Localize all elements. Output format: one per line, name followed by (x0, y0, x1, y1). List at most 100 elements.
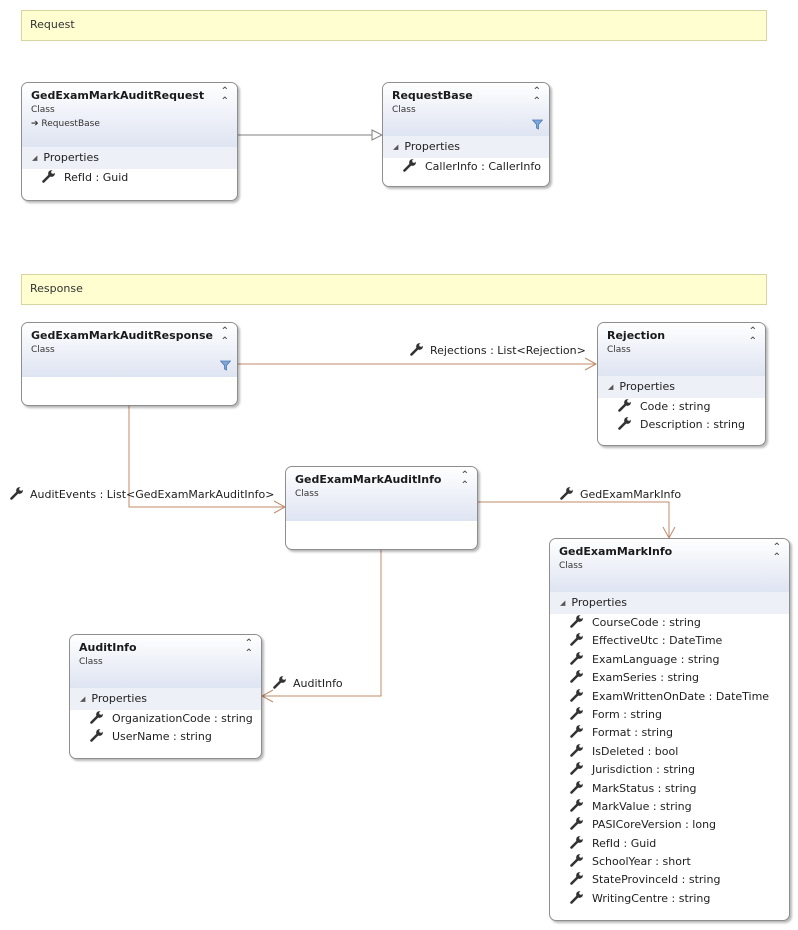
rejections-label: Rejections : List<Rejection> (410, 342, 586, 359)
property-row[interactable]: EffectiveUtc : DateTime (550, 632, 789, 650)
property-row[interactable]: OrganizationCode : string (70, 710, 261, 728)
section-label: Properties (571, 596, 627, 609)
rejections-label-text: Rejections : List<Rejection> (430, 344, 586, 357)
collapse-triangle-icon[interactable]: ◢ (80, 695, 86, 703)
audit-info-arrowhead (260, 689, 274, 703)
collapse-triangle-icon[interactable]: ◢ (560, 599, 566, 607)
collapse-triangle-icon[interactable]: ◢ (608, 383, 614, 391)
property-text: Format : string (592, 726, 674, 740)
double-chevron-up-icon[interactable]: ⌃⌃ (748, 326, 757, 347)
class-ged-exam-mark-info[interactable]: GedExamMarkInfo Class ⌃⌃ ◢ Properties Cou… (549, 538, 790, 921)
property-text: EffectiveUtc : DateTime (592, 634, 723, 648)
class-request-base[interactable]: RequestBase Class ⌃⌃ ◢Properties CallerI… (382, 82, 550, 187)
wrench-icon (570, 688, 584, 708)
property-text: PASICoreVersion : long (592, 818, 717, 832)
audit-events-line (128, 405, 285, 508)
property-row[interactable]: Format : string (550, 724, 789, 742)
property-row[interactable]: RefId : Guid (550, 835, 789, 853)
property-row[interactable]: WritingCentre : string (550, 890, 789, 908)
properties-section[interactable]: ◢Properties (383, 136, 549, 158)
class-ged-exam-mark-audit-response[interactable]: GedExamMarkAuditResponse Class ⌃⌃ (21, 322, 238, 406)
property-text: Code : string (640, 400, 711, 413)
property-row[interactable]: IsDeleted : bool (550, 743, 789, 761)
ged-exam-mark-info-label-text: GedExamMarkInfo (580, 488, 682, 501)
property-row[interactable]: Description : string (598, 416, 765, 434)
property-row[interactable]: MarkStatus : string (550, 780, 789, 798)
wrench-icon (618, 416, 632, 436)
wrench-icon (570, 816, 584, 836)
property-row[interactable]: MarkValue : string (550, 798, 789, 816)
class-rejection[interactable]: Rejection Class ⌃⌃ ◢Properties Code : st… (597, 322, 766, 446)
wrench-icon (570, 743, 584, 763)
inheritance-arrowhead (371, 129, 384, 141)
property-row[interactable]: StateProvinceId : string (550, 871, 789, 889)
property-row[interactable]: CallerInfo : CallerInfo (383, 158, 549, 176)
class-body: ◢ Properties CourseCode : string Effectiv… (550, 592, 789, 908)
wrench-icon (570, 724, 584, 744)
properties-section[interactable]: ◢Properties (598, 376, 765, 398)
class-header: GedExamMarkAuditRequest Class ➔ RequestB… (22, 83, 237, 147)
ged-exam-mark-info-line (478, 501, 670, 538)
collapse-triangle-icon[interactable]: ◢ (393, 143, 399, 151)
property-row[interactable]: ExamWrittenOnDate : DateTime (550, 688, 789, 706)
property-row[interactable]: Code : string (598, 398, 765, 416)
property-text: CourseCode : string (592, 616, 701, 629)
wrench-icon (410, 342, 424, 359)
property-text: IsDeleted : bool (592, 744, 679, 758)
properties-section[interactable]: ◢ Properties (550, 592, 789, 614)
class-ged-exam-mark-audit-info[interactable]: GedExamMarkAuditInfo Class ⌃⌃ (285, 466, 478, 550)
property-text: MarkStatus : string (592, 781, 697, 795)
property-row[interactable]: Jurisdiction : string (550, 761, 789, 779)
property-text: Jurisdiction : string (592, 763, 695, 777)
double-chevron-up-icon[interactable]: ⌃⌃ (460, 470, 469, 491)
class-name: RequestBase (392, 89, 473, 102)
class-header: AuditInfo Class ⌃⌃ (70, 635, 261, 688)
wrench-icon (90, 710, 104, 730)
property-row[interactable]: ExamLanguage : string (550, 651, 789, 669)
audit-info-label-text: AuditInfo (293, 677, 343, 690)
double-chevron-up-icon[interactable]: ⌃⌃ (532, 86, 541, 107)
class-stereotype: Class (31, 345, 55, 355)
class-ged-exam-mark-audit-request[interactable]: GedExamMarkAuditRequest Class ➔ RequestB… (21, 82, 238, 201)
property-row[interactable]: RefId : Guid (22, 169, 237, 187)
base-class-name: RequestBase (41, 119, 100, 129)
class-audit-info[interactable]: AuditInfo Class ⌃⌃ ◢Properties Organizat… (69, 634, 262, 759)
class-name: GedExamMarkAuditResponse (31, 329, 213, 342)
class-header: GedExamMarkInfo Class ⌃⌃ (550, 539, 789, 592)
audit-info-label: AuditInfo (273, 675, 343, 692)
property-row[interactable]: ExamSeries : string (550, 669, 789, 687)
audit-info-line (262, 549, 382, 697)
response-note: Response (21, 274, 767, 305)
class-name: GedExamMarkAuditInfo (295, 473, 442, 486)
audit-events-label: AuditEvents : List<GedExamMarkAuditInfo> (10, 486, 274, 503)
filter-icon[interactable] (531, 119, 544, 133)
property-row[interactable]: CourseCode : string (550, 614, 789, 632)
double-chevron-up-icon[interactable]: ⌃⌃ (244, 638, 253, 659)
double-chevron-up-icon[interactable]: ⌃⌃ (772, 542, 781, 563)
double-chevron-up-icon[interactable]: ⌃⌃ (220, 86, 229, 107)
filter-icon[interactable] (219, 360, 232, 374)
class-stereotype: Class (392, 105, 416, 115)
class-stereotype: Class (559, 561, 583, 571)
property-text: ExamLanguage : string (592, 652, 720, 666)
class-stereotype: Class (607, 345, 631, 355)
property-text: Description : string (640, 418, 745, 432)
response-note-text: Response (30, 282, 83, 295)
class-name: AuditInfo (79, 641, 137, 654)
property-row[interactable]: UserName : string (70, 728, 261, 746)
properties-section[interactable]: ◢Properties (70, 688, 261, 710)
wrench-icon (403, 158, 417, 178)
wrench-icon (570, 798, 584, 818)
double-chevron-up-icon[interactable]: ⌃⌃ (220, 326, 229, 347)
property-row[interactable]: PASICoreVersion : long (550, 816, 789, 834)
audit-events-label-text: AuditEvents : List<GedExamMarkAuditInfo> (30, 488, 275, 501)
properties-section[interactable]: ◢ Properties (22, 147, 237, 169)
wrench-icon (570, 632, 584, 652)
collapse-triangle-icon[interactable]: ◢ (32, 154, 38, 162)
class-name: Rejection (607, 329, 666, 342)
property-row[interactable]: SchoolYear : short (550, 853, 789, 871)
request-note-text: Request (30, 18, 75, 31)
property-row[interactable]: Form : string (550, 706, 789, 724)
section-label: Properties (43, 151, 99, 164)
